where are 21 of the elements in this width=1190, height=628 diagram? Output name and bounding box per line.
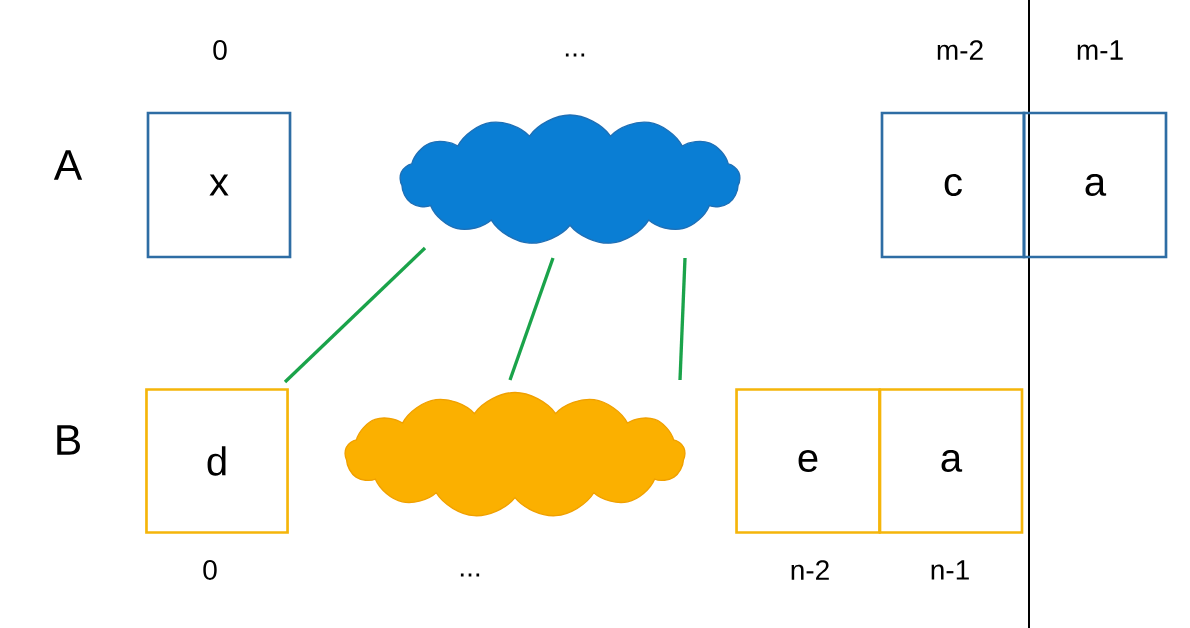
row-label: A	[53, 150, 83, 180]
array-cell: x	[146, 111, 292, 259]
index-label: n-1	[931, 560, 969, 580]
index-label: m-1	[1077, 40, 1123, 60]
array-cell: e	[735, 388, 881, 534]
cloud-shape	[344, 391, 686, 517]
array-cell: c	[880, 111, 1026, 259]
connector-line	[283, 246, 427, 384]
cloud-shape	[399, 114, 741, 244]
index-label: m-2	[937, 40, 983, 60]
index-label: ...	[460, 573, 480, 577]
array-cell: d	[145, 388, 289, 534]
index-label: 0	[203, 560, 217, 580]
array-cell: a	[1022, 111, 1168, 259]
connector-line	[678, 257, 687, 381]
array-cell: a	[878, 388, 1024, 534]
index-label: 0	[213, 40, 227, 60]
row-label: B	[57, 425, 80, 455]
index-label: ...	[565, 53, 585, 57]
index-label: n-2	[791, 560, 829, 580]
connector-line	[508, 257, 555, 381]
